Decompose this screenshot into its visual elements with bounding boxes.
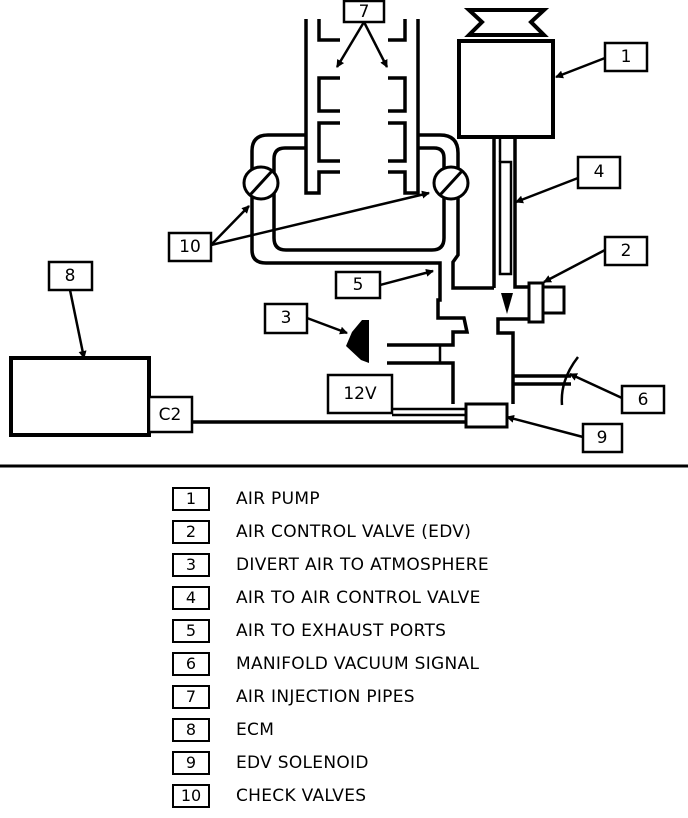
svg-text:4: 4	[594, 162, 605, 182]
wire-12v	[392, 407, 466, 417]
connector-c2	[147, 395, 194, 434]
flow-arrow-icon	[501, 293, 513, 314]
svg-text:8: 8	[65, 266, 76, 286]
exhaust-manifold	[304, 19, 420, 195]
svg-text:6: 6	[638, 390, 649, 410]
svg-text:5: 5	[353, 275, 364, 295]
air-injection-diagram: C2 12V 1 2 3 4 5 6 7 8 9 10	[0, 0, 688, 468]
ecm-box	[9, 356, 151, 437]
callout-4: 4	[576, 155, 622, 190]
pump-outlet-pipe	[492, 137, 529, 404]
callout-5: 5	[334, 270, 382, 300]
callout-2: 2	[603, 235, 649, 267]
callout-10: 10	[167, 231, 213, 263]
voltage-box	[326, 373, 394, 415]
vacuum-hose	[513, 356, 579, 406]
callout-7: 7	[342, 0, 386, 24]
callout-1: 1	[603, 41, 649, 73]
pulley-icon	[463, 8, 550, 37]
svg-text:2: 2	[621, 241, 632, 261]
voltage-label: 12V	[343, 384, 377, 404]
callout-9: 9	[581, 422, 624, 454]
svg-text:3: 3	[281, 308, 292, 328]
divert-air-icon	[346, 320, 369, 363]
svg-text:7: 7	[359, 2, 370, 22]
callout-3: 3	[263, 302, 309, 335]
check-valve-right	[432, 165, 470, 201]
svg-text:10: 10	[179, 237, 201, 257]
air-pump	[457, 8, 555, 139]
callout-8: 8	[47, 260, 94, 292]
air-control-valve	[527, 281, 566, 324]
check-valve-left	[242, 165, 280, 201]
leader-lines	[68, 21, 623, 439]
svg-text:1: 1	[621, 47, 632, 67]
edv-solenoid	[464, 402, 509, 429]
svg-text:9: 9	[597, 428, 608, 448]
connector-label: C2	[159, 405, 182, 425]
air-injection-pipes	[250, 133, 494, 404]
callout-6: 6	[620, 384, 666, 415]
